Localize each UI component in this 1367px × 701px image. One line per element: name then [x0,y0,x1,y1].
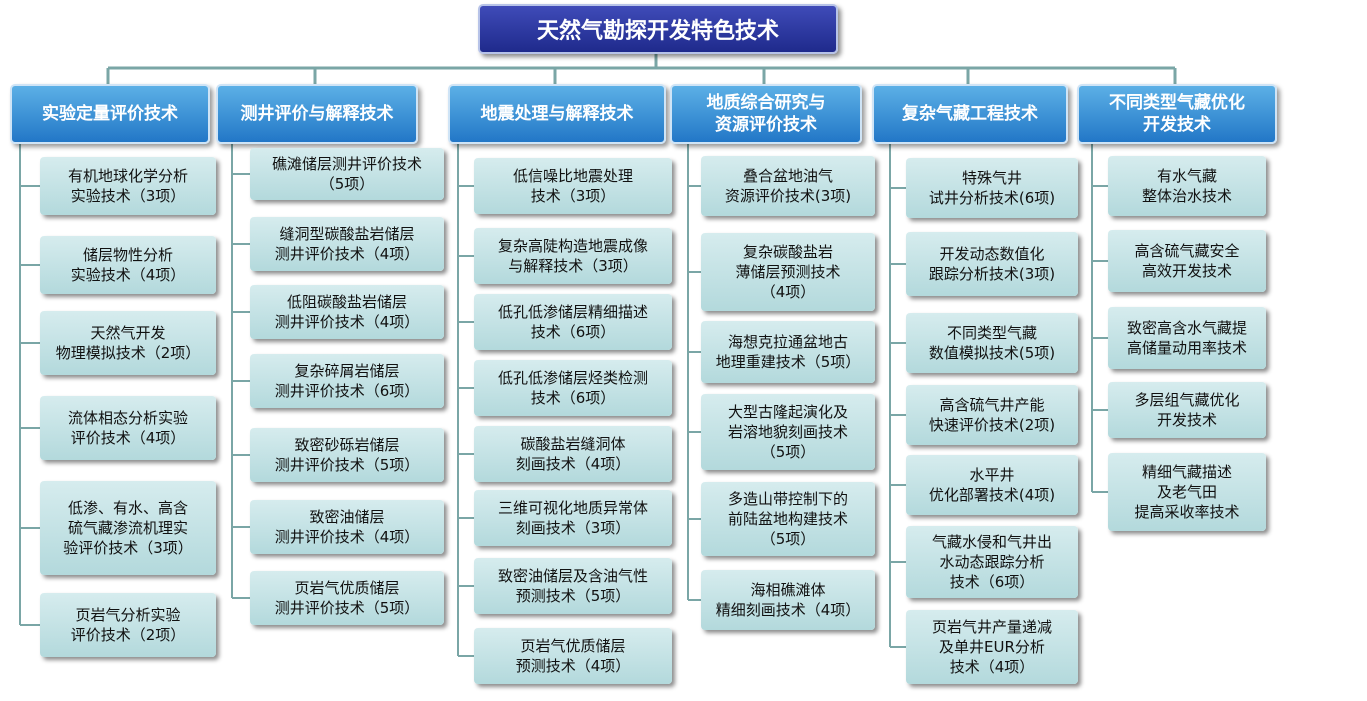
technology-item: 多层组气藏优化 开发技术 [1108,382,1266,438]
technology-item: 致密油储层及含油气性 预测技术（5项） [474,558,672,614]
technology-item: 高含硫气藏安全 高效开发技术 [1108,230,1266,292]
category-header: 复杂气藏工程技术 [872,84,1068,144]
technology-item: 精细气藏描述 及老气田 提高采收率技术 [1108,453,1266,531]
category-header: 地震处理与解释技术 [448,84,666,144]
technology-item: 低信噪比地震处理 技术（3项） [474,158,672,214]
technology-item: 天然气开发 物理模拟技术（2项） [40,311,216,375]
technology-item: 礁滩储层测井评价技术 （5项） [250,148,444,200]
technology-item: 低孔低渗储层烃类检测 技术（6项） [474,360,672,416]
technology-item: 低孔低渗储层精细描述 技术（6项） [474,294,672,350]
technology-item: 低渗、有水、高含 硫气藏渗流机理实 验评价技术（3项） [40,481,216,575]
technology-item: 复杂碳酸盐岩 薄储层预测技术 （4项） [701,233,875,311]
technology-item: 高含硫气井产能 快速评价技术(2项) [906,385,1078,445]
technology-item: 页岩气优质储层 测井评价技术（5项） [250,571,444,625]
category-header: 地质综合研究与 资源评价技术 [670,84,862,144]
technology-item: 特殊气井 试井分析技术(6项) [906,158,1078,218]
technology-item: 复杂高陡构造地震成像 与解释技术（3项） [474,228,672,284]
technology-item: 页岩气优质储层 预测技术（4项） [474,628,672,684]
technology-item: 致密砂砾岩储层 测井评价技术（5项） [250,428,444,482]
technology-item: 缝洞型碳酸盐岩储层 测井评价技术（4项） [250,217,444,271]
technology-item: 海想克拉通盆地古 地理重建技术（5项） [701,321,875,383]
root-node: 天然气勘探开发特色技术 [478,4,838,54]
technology-item: 有水气藏 整体治水技术 [1108,156,1266,216]
technology-item: 储层物性分析 实验技术（4项） [40,236,216,294]
technology-item: 水平井 优化部署技术(4项) [906,455,1078,515]
technology-item: 开发动态数值化 跟踪分析技术(3项) [906,232,1078,296]
technology-item: 大型古隆起演化及 岩溶地貌刻画技术 （5项） [701,394,875,470]
technology-item: 致密油储层 测井评价技术（4项） [250,500,444,554]
technology-item: 碳酸盐岩缝洞体 刻画技术（4项） [474,426,672,482]
technology-item: 三维可视化地质异常体 刻画技术（3项） [474,490,672,546]
technology-item: 不同类型气藏 数值模拟技术(5项) [906,313,1078,373]
technology-item: 低阻碳酸盐岩储层 测井评价技术（4项） [250,285,444,339]
technology-item: 流体相态分析实验 评价技术（4项） [40,396,216,460]
category-header: 测井评价与解释技术 [216,84,418,144]
category-header: 实验定量评价技术 [10,84,210,144]
technology-item: 气藏水侵和气井出 水动态跟踪分析 技术（6项） [906,526,1078,598]
technology-item: 致密高含水气藏提 高储量动用率技术 [1108,307,1266,369]
technology-item: 有机地球化学分析 实验技术（3项） [40,157,216,215]
category-header: 不同类型气藏优化 开发技术 [1077,84,1277,144]
technology-item: 复杂碎屑岩储层 测井评价技术（6项） [250,354,444,408]
technology-item: 页岩气分析实验 评价技术（2项） [40,593,216,657]
technology-item: 多造山带控制下的 前陆盆地构建技术 （5项） [701,482,875,556]
technology-item: 海相礁滩体 精细刻画技术（4项） [701,570,875,630]
technology-item: 叠合盆地油气 资源评价技术(3项) [701,156,875,216]
technology-item: 页岩气井产量递减 及单井EUR分析 技术（4项） [906,610,1078,684]
